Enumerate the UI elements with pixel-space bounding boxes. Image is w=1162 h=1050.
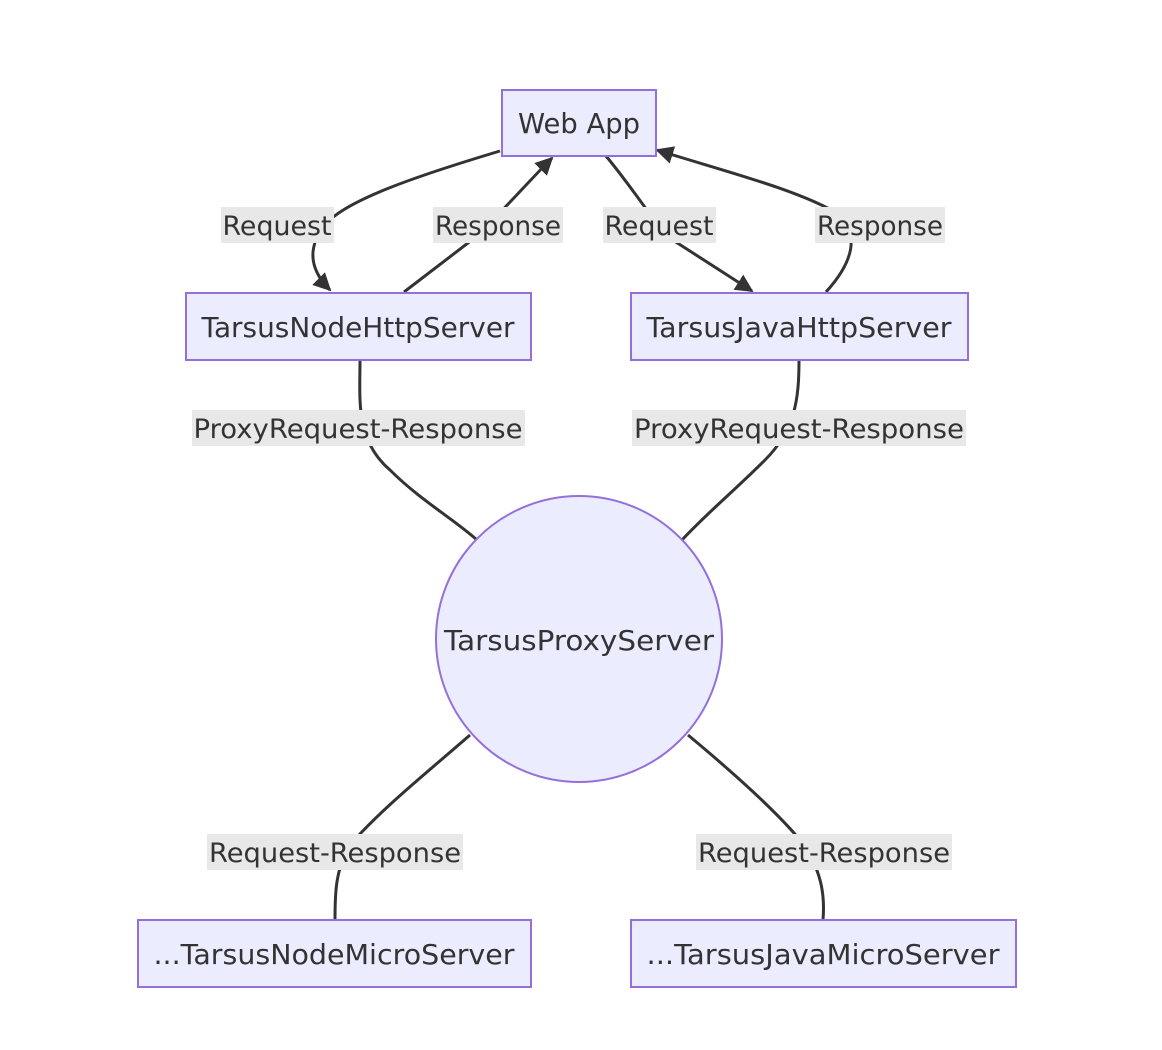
svg-text:TarsusJavaHttpServer: TarsusJavaHttpServer	[645, 311, 952, 344]
svg-text:Request: Request	[605, 211, 714, 242]
edge-label-java-to-web-response: Response	[815, 207, 945, 243]
edge-label-proxy-java-micro: Request-Response	[696, 834, 952, 870]
svg-text:...TarsusJavaMicroServer: ...TarsusJavaMicroServer	[647, 938, 1000, 971]
node-tarsus-java-micro-server[interactable]: ...TarsusJavaMicroServer	[630, 919, 1017, 988]
edge-label-proxy-node-micro: Request-Response	[207, 834, 463, 870]
svg-text:Request-Response: Request-Response	[209, 838, 461, 869]
edge-label-web-to-java-request: Request	[603, 207, 716, 243]
svg-text:ProxyRequest-Response: ProxyRequest-Response	[194, 414, 523, 445]
edge-label-java-proxy: ProxyRequest-Response	[632, 410, 966, 446]
svg-text:Response: Response	[435, 211, 561, 242]
svg-text:Response: Response	[817, 211, 943, 242]
edge-label-node-proxy: ProxyRequest-Response	[192, 410, 525, 446]
node-tarsus-node-micro-server[interactable]: ...TarsusNodeMicroServer	[137, 919, 532, 988]
svg-text:...TarsusNodeMicroServer: ...TarsusNodeMicroServer	[154, 938, 515, 971]
svg-text:TarsusNodeHttpServer: TarsusNodeHttpServer	[201, 311, 515, 344]
node-web-app[interactable]: Web App	[501, 89, 657, 157]
svg-text:Request-Response: Request-Response	[698, 838, 950, 869]
node-tarsus-proxy-server[interactable]: TarsusProxyServer	[435, 495, 723, 783]
svg-text:TarsusProxyServer: TarsusProxyServer	[443, 624, 715, 657]
svg-text:Web App: Web App	[518, 107, 640, 140]
edge-java-proxy	[680, 359, 801, 542]
svg-text:ProxyRequest-Response: ProxyRequest-Response	[634, 414, 964, 445]
node-tarsus-java-http-server[interactable]: TarsusJavaHttpServer	[630, 292, 969, 361]
edge-proxy-java-micro	[687, 733, 825, 921]
svg-text:Request: Request	[223, 211, 332, 242]
edge-node-proxy	[358, 359, 479, 542]
edge-label-node-to-web-response: Response	[433, 207, 563, 243]
edge-label-web-to-node-request: Request	[221, 207, 334, 243]
node-tarsus-node-http-server[interactable]: TarsusNodeHttpServer	[185, 292, 532, 361]
edge-proxy-node-micro	[333, 733, 471, 921]
